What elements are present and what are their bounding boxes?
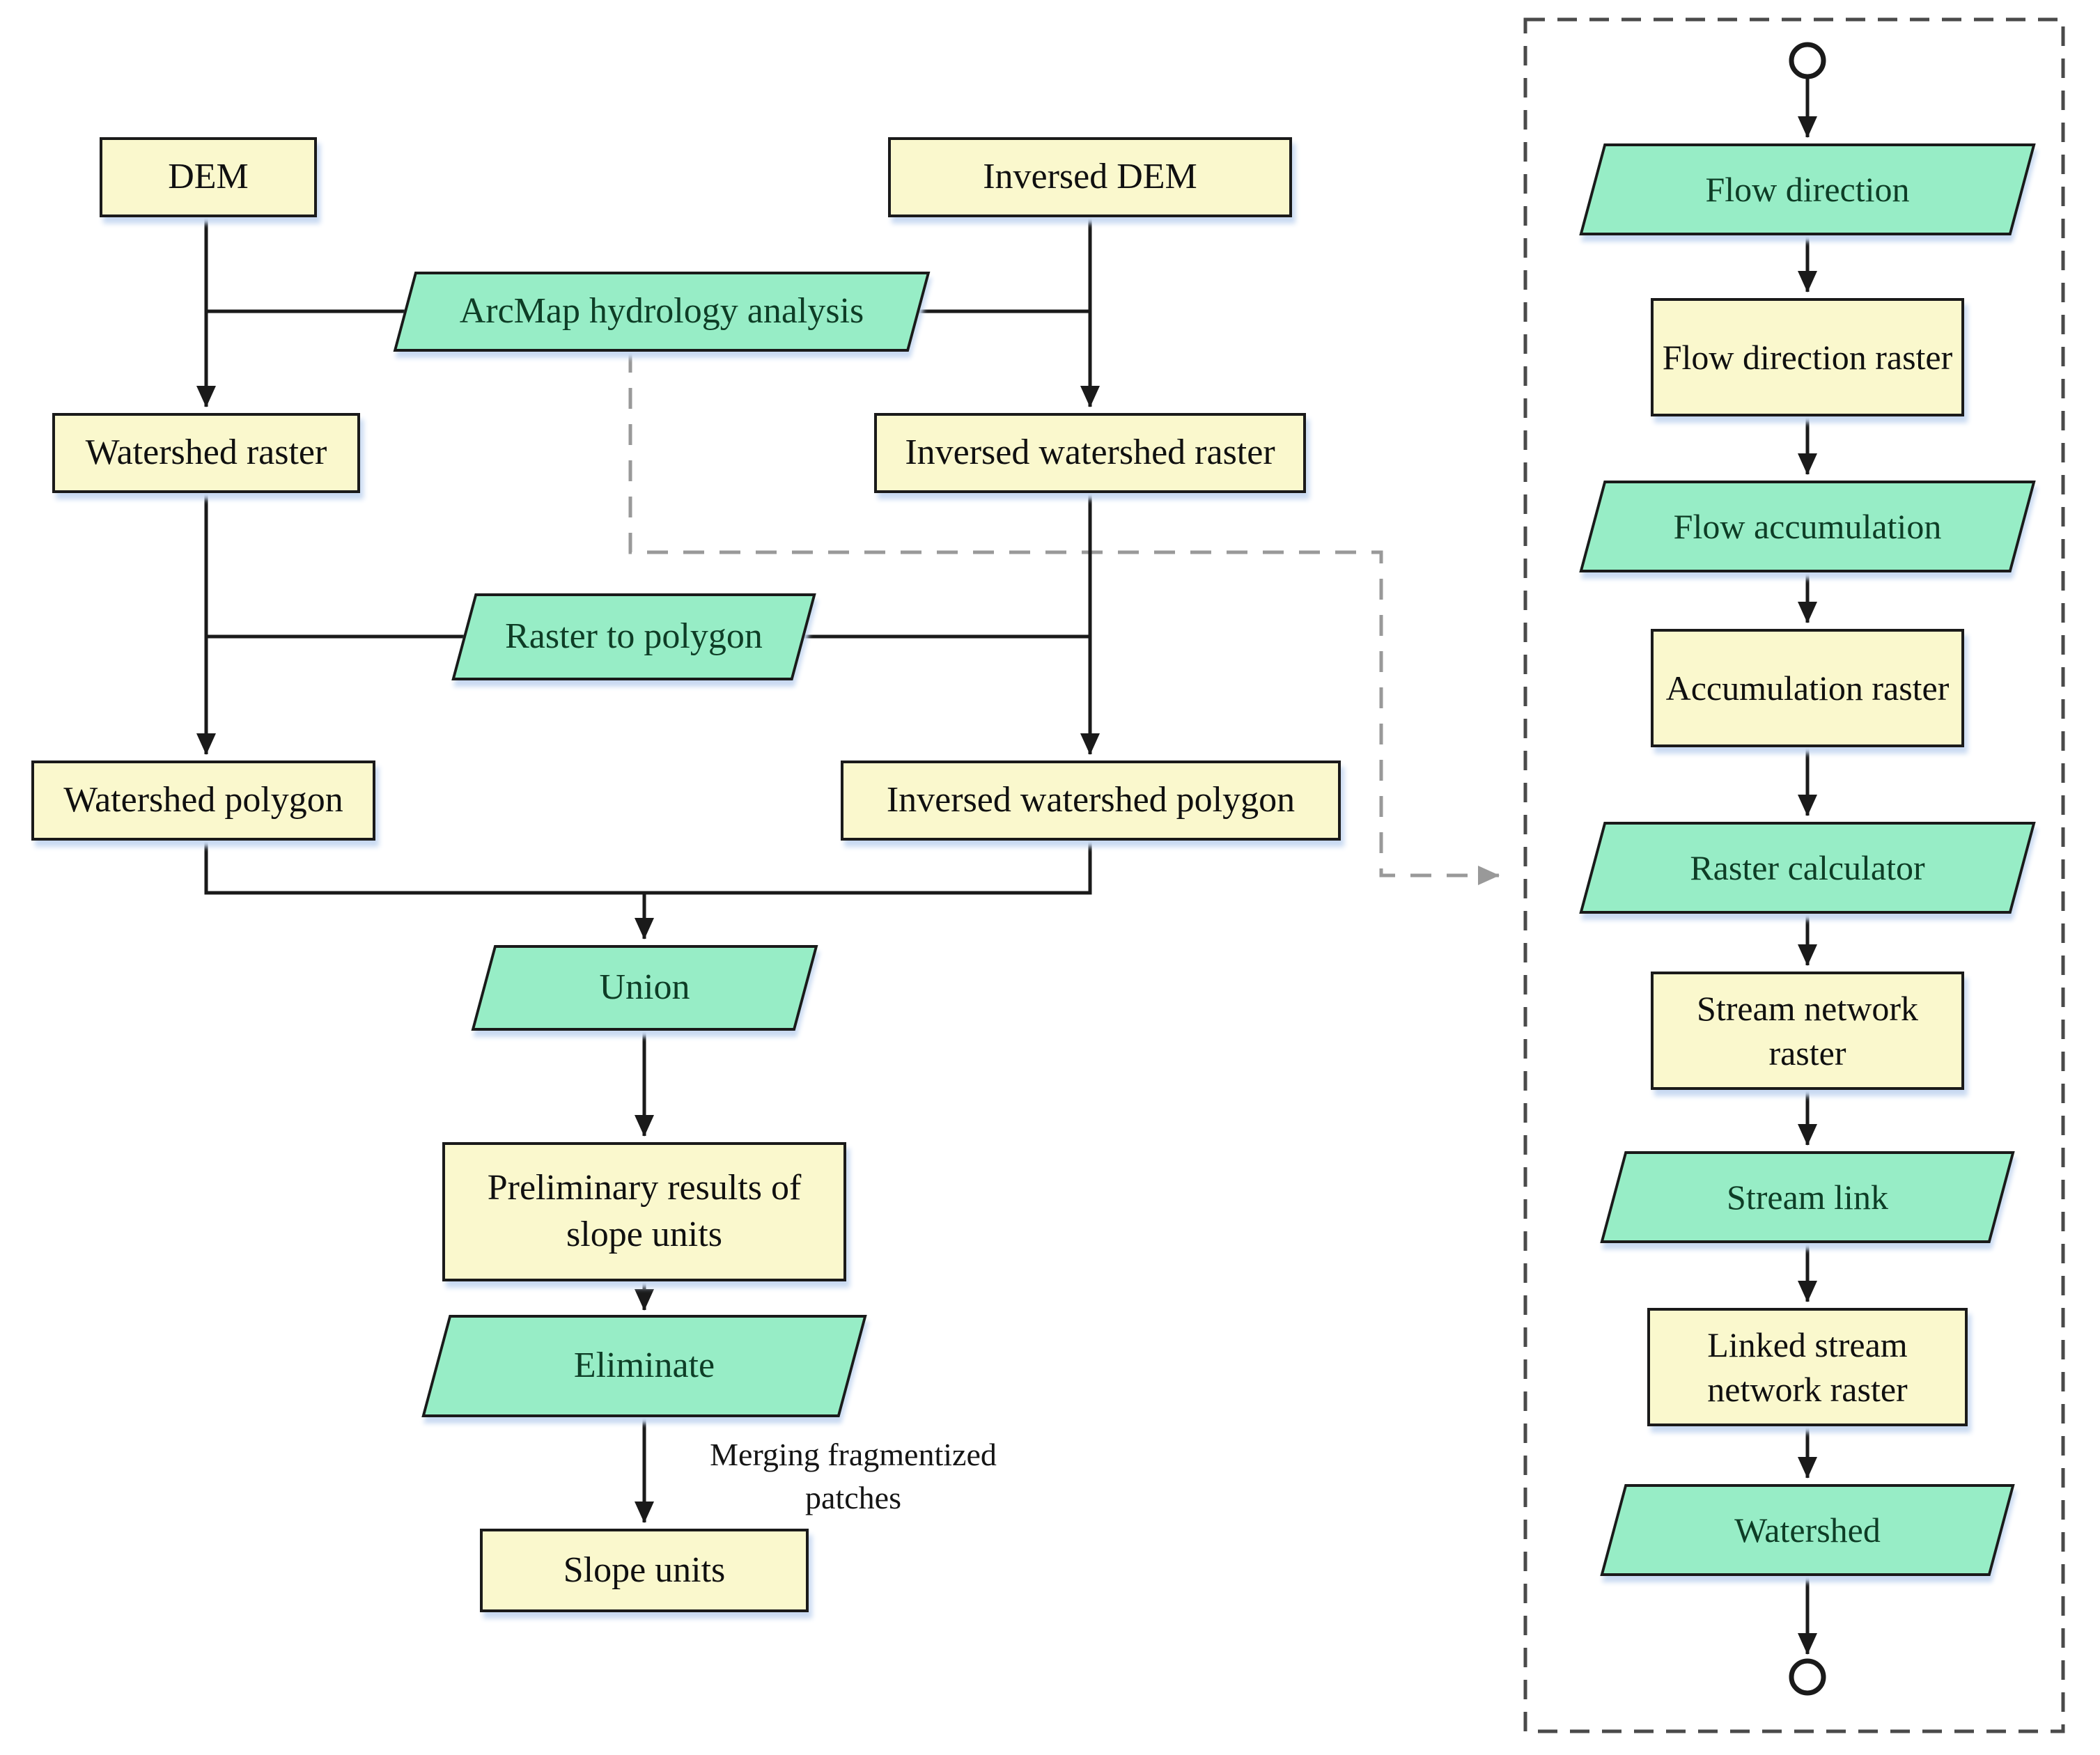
stream-link-label: Stream link <box>1727 1178 1888 1217</box>
inversed-watershed-polygon-label: Inversed watershed polygon <box>886 780 1296 820</box>
eliminate: Eliminate <box>421 1315 867 1417</box>
arcmap-hydrology-analysis: ArcMap hydrology analysis <box>393 272 931 352</box>
watershed-operation: Watershed <box>1600 1484 2015 1576</box>
inversed-dem-box: Inversed DEM <box>888 137 1292 217</box>
inversed-watershed-raster-label: Inversed watershed raster <box>905 432 1275 473</box>
slope-units-box: Slope units <box>480 1529 809 1612</box>
dem-label: DEM <box>168 157 249 197</box>
preliminary-slope-units-box: Preliminary results of slope units <box>442 1142 846 1281</box>
flow-direction-raster-shape <box>1651 298 1964 416</box>
hydrology-subprocess-panel <box>1523 17 2065 1733</box>
flow-direction-label: Flow direction <box>1705 170 1910 209</box>
accumulation-raster-box: Accumulation raster <box>1651 629 1964 747</box>
inversed-watershed-polygon-shape <box>841 760 1341 841</box>
arcmap-label: ArcMap hydrology analysis <box>459 291 864 332</box>
inversed-watershed-raster-box: Inversed watershed raster <box>874 413 1306 493</box>
union: Union <box>471 945 818 1031</box>
dem-box-shape <box>100 137 317 217</box>
preliminary-label: Preliminary results of slope units <box>487 1168 802 1254</box>
raster-calculator-label: Raster calculator <box>1690 848 1925 887</box>
flow-direction: Flow direction <box>1579 143 2036 235</box>
watershed-polygon-label: Watershed polygon <box>63 780 343 820</box>
stream-link: Stream link <box>1600 1151 2015 1243</box>
end-node <box>1789 1658 1826 1696</box>
merging-note: Merging fragmentized patches <box>710 1437 997 1516</box>
inversed-dem-box-shape <box>888 137 1292 217</box>
raster-to-polygon: Raster to polygon <box>451 593 816 680</box>
dashed-reference-arrow <box>628 352 1500 885</box>
inversed-watershed-polygon-box: Inversed watershed polygon <box>841 760 1341 841</box>
linked-stream-network-raster-label: Linked stream network raster <box>1707 1325 1908 1409</box>
stream-network-raster-box: Stream network raster <box>1651 972 1964 1090</box>
watershed-polygon-shape <box>31 760 375 841</box>
raster-to-polygon-label: Raster to polygon <box>505 616 763 657</box>
flow-direction-raster-box: Flow direction raster <box>1651 298 1964 416</box>
start-node <box>1789 42 1826 79</box>
watershed-polygon-box: Watershed polygon <box>31 760 375 841</box>
stream-network-raster-shape <box>1651 972 1964 1090</box>
junction-polygons <box>204 841 1092 895</box>
flow-accumulation-label: Flow accumulation <box>1673 507 1942 546</box>
watershed-raster-box: Watershed raster <box>52 413 360 493</box>
watershed-operation-label: Watershed <box>1734 1511 1881 1550</box>
dem-box: DEM <box>100 137 317 217</box>
accumulation-raster-label: Accumulation raster <box>1665 669 1950 708</box>
slope-units-label: Slope units <box>563 1550 726 1590</box>
watershed-raster-shape <box>52 413 360 493</box>
linked-stream-network-raster-box: Linked stream network raster <box>1647 1308 1968 1426</box>
eliminate-label: Eliminate <box>573 1346 715 1386</box>
union-label: Union <box>599 967 690 1008</box>
raster-calculator: Raster calculator <box>1579 822 2036 914</box>
stream-network-raster-label: Stream network raster <box>1697 989 1918 1072</box>
inversed-dem-label: Inversed DEM <box>983 157 1197 197</box>
linked-stream-network-raster-shape <box>1647 1308 1968 1426</box>
flow-accumulation: Flow accumulation <box>1579 481 2036 572</box>
accumulation-raster-shape <box>1651 629 1964 747</box>
inversed-watershed-raster-shape <box>874 413 1306 493</box>
flow-direction-raster-label: Flow direction raster <box>1662 338 1953 377</box>
preliminary-shape <box>442 1142 846 1281</box>
watershed-raster-label: Watershed raster <box>85 432 327 473</box>
slope-units-shape <box>480 1529 809 1612</box>
